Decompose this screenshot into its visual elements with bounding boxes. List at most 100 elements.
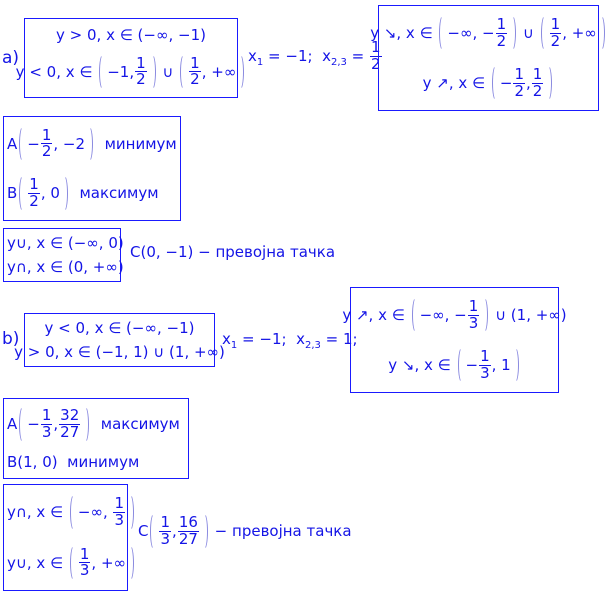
math-line: y∪, x ∈ (−∞, 0) bbox=[7, 234, 124, 252]
math-text: минимум bbox=[95, 134, 177, 153]
subscript: 2,3 bbox=[330, 56, 347, 68]
math-text: , bbox=[172, 522, 177, 541]
numerator: 1 bbox=[28, 175, 40, 194]
math-text: y∪, x ∈ bbox=[7, 553, 68, 572]
math-text: − bbox=[27, 134, 40, 153]
numerator: 1 bbox=[135, 53, 147, 73]
math-text: y ↘, x ∈ bbox=[370, 24, 438, 42]
math-text: ∪ (1, +∞) bbox=[490, 306, 567, 324]
math-text: − bbox=[27, 415, 40, 434]
denominator: 2 bbox=[550, 31, 561, 50]
numerator: 1 bbox=[78, 544, 91, 564]
math-text: −∞, − bbox=[447, 24, 495, 42]
math-text: , bbox=[526, 74, 531, 92]
part-a-inflection: C(0, −1) − превојна тачка bbox=[130, 243, 335, 261]
numerator: 1 bbox=[113, 494, 126, 513]
math-line: y > 0, x ∈ (−1, 1) ∪ (1, +∞) bbox=[14, 343, 225, 361]
denominator: 3 bbox=[79, 561, 90, 580]
denominator: 3 bbox=[160, 529, 171, 548]
math-text: x bbox=[222, 330, 231, 348]
denominator: 27 bbox=[178, 529, 198, 548]
denominator: 27 bbox=[60, 422, 80, 441]
numerator: 1 bbox=[189, 53, 201, 73]
math-line: C(0, −1) − превојна тачка bbox=[130, 243, 335, 261]
math-text: ∪ bbox=[157, 62, 179, 81]
math-text: , +∞ bbox=[201, 62, 237, 81]
numerator: 1 bbox=[369, 38, 382, 57]
math-text: − превојна тачка bbox=[209, 522, 352, 541]
numerator: 1 bbox=[40, 406, 53, 425]
math-text: максимум bbox=[91, 415, 180, 434]
math-text: = −1; x bbox=[237, 330, 305, 348]
subscript: 1 bbox=[230, 339, 238, 351]
numerator: 1 bbox=[513, 64, 526, 84]
numerator: 1 bbox=[549, 14, 562, 34]
math-text: −∞, − bbox=[419, 306, 467, 324]
denominator: 2 bbox=[136, 70, 146, 89]
math-line: y < 0, x ∈ (−∞, −1) bbox=[45, 319, 195, 337]
numerator: 1 bbox=[40, 125, 53, 145]
math-text: y∩, x ∈ (0, +∞) bbox=[7, 258, 124, 276]
math-text: y ↗, x ∈ bbox=[342, 306, 410, 324]
part-a-convexity-box: y∪, x ∈ (−∞, 0) y∩, x ∈ (0, +∞) bbox=[3, 228, 124, 282]
part-a-label: a) bbox=[2, 48, 20, 68]
part-b-label: b) bbox=[2, 329, 20, 349]
math-text: C bbox=[138, 522, 149, 541]
math-text: y∩, x ∈ bbox=[7, 503, 68, 522]
math-text: ∪ bbox=[518, 24, 539, 42]
denominator: 2 bbox=[190, 70, 200, 89]
numerator: 1 bbox=[159, 513, 172, 532]
math-text: = bbox=[346, 47, 369, 66]
math-text: = −1; x bbox=[263, 47, 331, 66]
subscript: 2,3 bbox=[304, 339, 321, 351]
subscript: 1 bbox=[256, 56, 264, 68]
part-b-sign-box: y < 0, x ∈ (−∞, −1) y > 0, x ∈ (−1, 1) ∪ … bbox=[14, 313, 225, 367]
math-text: , 0 bbox=[40, 184, 60, 203]
math-text: y∪, x ∈ (−∞, 0) bbox=[7, 234, 124, 252]
denominator: 2 bbox=[370, 54, 381, 73]
math-line: B(1, 0) минимум bbox=[7, 453, 139, 471]
numerator: 1 bbox=[495, 14, 508, 34]
math-text: A bbox=[7, 415, 18, 434]
math-text: B bbox=[7, 184, 18, 203]
math-text: , +∞ bbox=[562, 24, 597, 42]
math-text: − bbox=[499, 74, 513, 92]
numerator: 1 bbox=[479, 346, 491, 366]
math-text: y < 0, x ∈ bbox=[15, 62, 98, 81]
math-text: − bbox=[465, 356, 479, 374]
